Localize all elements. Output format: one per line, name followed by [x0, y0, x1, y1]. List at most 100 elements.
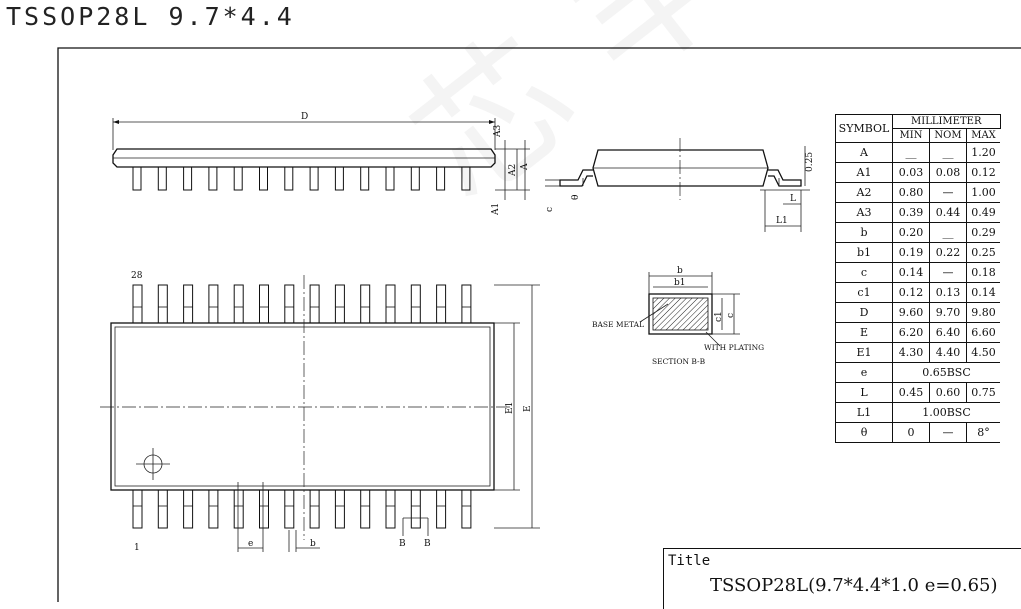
- lead: [208, 166, 218, 191]
- lead: [233, 489, 244, 529]
- with-plating-label: WITH PLATING: [704, 343, 764, 352]
- lead: [157, 166, 167, 191]
- plan-view: 28 1 E1 E e b B B: [100, 271, 540, 553]
- top-view-leads: [132, 166, 471, 191]
- lead: [334, 489, 345, 529]
- title-block: Title TSSOP28L(9.7*4.4*1.0 e=0.65): [663, 548, 1021, 609]
- dim-pitch-e-label: e: [248, 539, 253, 549]
- dim-theta-label: θ: [571, 195, 581, 200]
- symbol-header: SYMBOL: [835, 114, 893, 143]
- dim-lead-b-label: b: [310, 539, 316, 549]
- table-cell: 0.44: [929, 202, 967, 223]
- lead: [233, 284, 244, 324]
- table-cell: —: [929, 422, 967, 443]
- table-cell: A3: [835, 202, 893, 223]
- table-cell: 8°: [966, 422, 1000, 443]
- section-caption: SECTION B-B: [652, 357, 706, 366]
- table-cell: A2: [835, 182, 893, 203]
- drawing-border: [57, 47, 1021, 602]
- dim-a3-label: A3: [493, 125, 503, 138]
- table-cell: c: [835, 262, 893, 283]
- section-dim-b-label: b: [677, 266, 683, 276]
- lead: [334, 166, 344, 191]
- table-cell: 6.60: [966, 322, 1000, 343]
- lead: [436, 489, 447, 529]
- table-cell: 9.60: [892, 302, 930, 323]
- section-dim-b1-label: b1: [674, 278, 686, 288]
- table-cell: 6.20: [892, 322, 930, 343]
- table-cell: 1.20: [966, 142, 1000, 163]
- lead: [385, 489, 396, 529]
- lead: [132, 166, 142, 191]
- table-cell: e: [835, 362, 893, 383]
- plan-leads-bottom: [132, 489, 472, 529]
- table-cell: 9.80: [966, 302, 1000, 323]
- table-cell: b: [835, 222, 893, 243]
- table-cell: 0.80: [892, 182, 930, 203]
- table-row: A____1.20: [835, 142, 1000, 163]
- section-b-b: b b1 c1 c BASE METAL WITH PLATING SECTIO…: [592, 266, 764, 366]
- table-cell: 0.75: [966, 382, 1000, 403]
- lead: [385, 166, 395, 191]
- lead: [410, 489, 421, 529]
- table-cell: 0.65BSC: [892, 362, 1000, 383]
- dim-l1-label: L1: [776, 216, 788, 226]
- table-cell: 4.30: [892, 342, 930, 363]
- col-min-header: MIN: [892, 128, 930, 143]
- lead: [309, 489, 320, 529]
- lead: [360, 166, 370, 191]
- table-cell: A1: [835, 162, 893, 183]
- table-cell: E: [835, 322, 893, 343]
- dim-a-label: A: [520, 163, 530, 171]
- col-max-header: MAX: [966, 128, 1000, 143]
- lead: [436, 284, 447, 324]
- section-mark-b-right: B: [424, 539, 431, 549]
- dim-e1-label: E1: [505, 402, 515, 414]
- lead: [183, 166, 193, 191]
- lead: [284, 166, 294, 191]
- table-cell: b1: [835, 242, 893, 263]
- lead: [132, 284, 143, 324]
- table-cell: 4.50: [966, 342, 1000, 363]
- table-cell: 0.22: [929, 242, 967, 263]
- table-cell: 1.00: [966, 182, 1000, 203]
- lead: [360, 284, 371, 324]
- table-cell: 0.20: [892, 222, 930, 243]
- lead: [208, 489, 219, 529]
- lead: [410, 166, 420, 191]
- lead: [410, 284, 421, 324]
- table-cell: 6.40: [929, 322, 967, 343]
- lead: [436, 166, 446, 191]
- dim-c-label: c: [545, 207, 555, 212]
- table-cell: 0.12: [966, 162, 1000, 183]
- section-dim-c-label: c: [726, 313, 736, 318]
- table-cell: —: [929, 262, 967, 283]
- section-dim-c1-label: c1: [714, 311, 724, 322]
- table-cell: —: [929, 182, 967, 203]
- col-nom-header: NOM: [929, 128, 967, 143]
- table-cell: 0.39: [892, 202, 930, 223]
- lead: [157, 284, 168, 324]
- lead: [461, 284, 472, 324]
- package-outline: [110, 322, 495, 491]
- table-cell: c1: [835, 282, 893, 303]
- lead: [385, 284, 396, 324]
- lead: [309, 166, 319, 191]
- lead: [157, 489, 168, 529]
- drawing-heading: TSSOP28L 9.7*4.4: [6, 2, 295, 31]
- unit-header: MILLIMETER: [892, 114, 1001, 129]
- lead: [259, 489, 269, 529]
- table-cell: E1: [835, 342, 893, 363]
- table-cell: __: [892, 142, 930, 163]
- pin-28-label: 28: [131, 271, 143, 281]
- lead: [461, 489, 472, 529]
- dim-l-label: L: [790, 194, 796, 204]
- pin-1-label: 1: [134, 543, 140, 553]
